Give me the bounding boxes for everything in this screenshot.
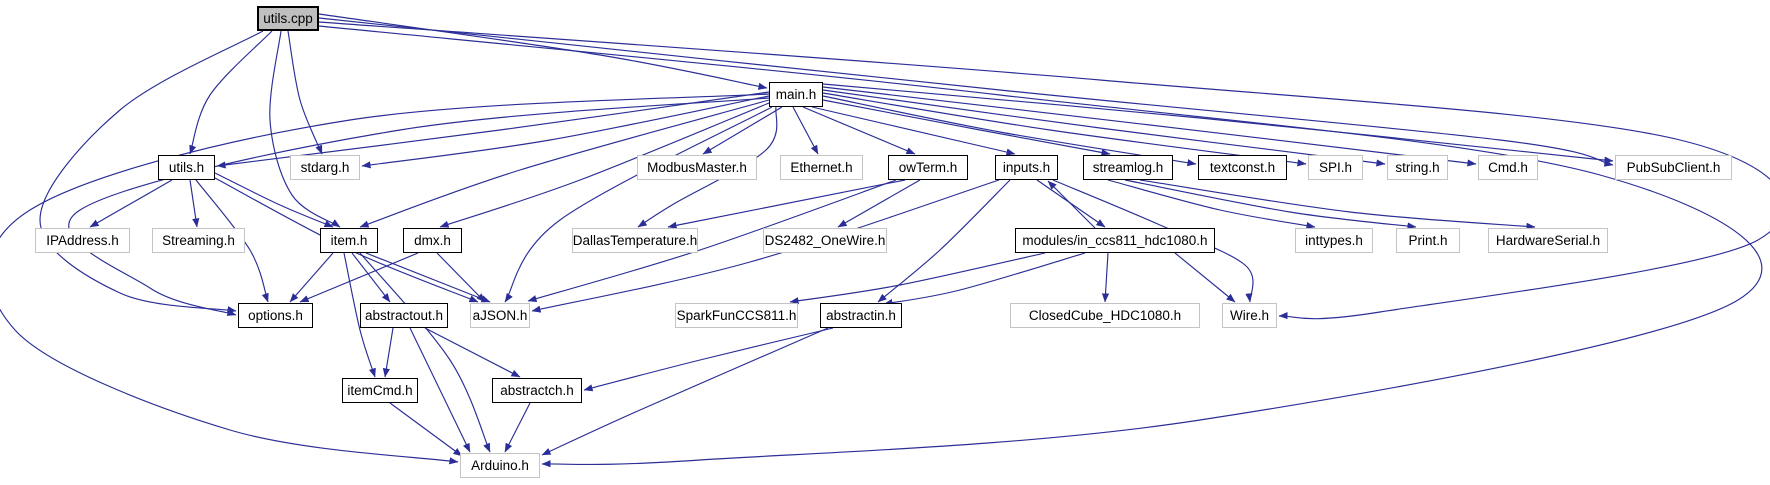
edge-abstractin-to-abstractch (583, 327, 834, 392)
node-modbus: ModbusMaster.h (637, 155, 757, 180)
edge-main_h-to-pubsub (822, 83, 1614, 164)
edge-main_h-to-ethernet (792, 106, 819, 155)
edge-abstractin-to-arduino (541, 327, 829, 456)
node-inputs[interactable]: inputs.h (995, 155, 1058, 180)
edge-utils_cpp-to-wire (318, 21, 1770, 320)
edge-modules-to-abstractin (883, 252, 1086, 307)
edge-main_h-to-stdarg_h (361, 95, 770, 169)
edge-main_h-to-textconst (822, 95, 1197, 167)
node-ethernet: Ethernet.h (780, 155, 863, 180)
edge-utils_h-to-options (195, 179, 269, 303)
edge-main_h-to-cmd (822, 86, 1477, 167)
node-dmx[interactable]: dmx.h (403, 228, 462, 253)
edge-item-to-options (289, 252, 334, 303)
node-dallas: DallasTemperature.h (572, 228, 698, 253)
node-item[interactable]: item.h (320, 228, 378, 253)
node-utils-h[interactable]: utils.h (158, 155, 215, 180)
node-abstractch[interactable]: abstractch.h (492, 378, 582, 403)
edge-main_h-to-utils_h (216, 91, 770, 169)
edge-utils_h-to-item (214, 172, 334, 228)
node-ajson: aJSON.h (470, 303, 530, 328)
edge-utils_cpp-to-main_h (318, 13, 768, 90)
node-streamlog[interactable]: streamlog.h (1083, 155, 1173, 180)
node-abstractin[interactable]: abstractin.h (820, 303, 902, 328)
edge-owterm-to-ajson (527, 179, 897, 303)
node-pubsub: PubSubClient.h (1615, 155, 1732, 180)
edge-abstractout-to-itemcmd (382, 327, 394, 378)
edge-main_h-to-item (359, 99, 770, 228)
node-string-h: string.h (1387, 155, 1448, 180)
edge-main_h-to-options (68, 97, 770, 316)
edge-modules-to-closedcube (1101, 252, 1110, 303)
edge-item-to-arduino (359, 252, 491, 453)
node-wire: Wire.h (1222, 303, 1277, 328)
node-utils-cpp[interactable]: utils.cpp (257, 6, 319, 31)
edge-utils_cpp-to-stdarg_h (287, 30, 323, 155)
edge-utils_cpp-to-options (39, 30, 264, 314)
edge-owterm-to-dallas (667, 179, 906, 229)
node-inttypes: inttypes.h (1295, 228, 1373, 253)
edge-modules-to-sparkfun (789, 252, 1046, 305)
edge-abstractout-to-arduino (409, 327, 471, 453)
edge-streamlog-to-print (1124, 179, 1417, 230)
edge-modules-to-wire (1174, 252, 1236, 303)
edge-utils_cpp-to-pubsub (318, 17, 1614, 167)
node-cmd: Cmd.h (1478, 155, 1538, 180)
edge-streamlog-to-inttypes (1107, 179, 1316, 230)
edge-dmx-to-options (299, 252, 419, 303)
edge-inputs-to-abstractin (877, 179, 1011, 303)
edge-abstractch-to-arduino (504, 402, 531, 453)
edge-utils_cpp-to-arduino (318, 25, 1763, 468)
edge-owterm-to-ds2482 (837, 179, 921, 228)
edge-utils_h-to-ipaddress (89, 179, 173, 228)
edge-main_h-to-arduino (0, 93, 770, 465)
edge-main_h-to-streamlog (822, 99, 1111, 156)
node-itemcmd[interactable]: itemCmd.h (342, 378, 418, 403)
node-abstractout[interactable]: abstractout.h (360, 303, 448, 328)
node-streaming: Streaming.h (152, 228, 245, 253)
edge-utils_h-to-streaming (189, 179, 200, 228)
node-textconst[interactable]: textconst.h (1198, 155, 1287, 180)
edge-item-to-ajson (365, 252, 491, 303)
node-options[interactable]: options.h (238, 303, 313, 328)
node-sparkfun: SparkFunCCS811.h (675, 303, 798, 328)
node-ds2482: DS2482_OneWire.h (763, 228, 887, 253)
node-owterm[interactable]: owTerm.h (888, 155, 968, 180)
node-spi: SPI.h (1308, 155, 1363, 180)
node-stdarg-h: stdarg.h (290, 155, 360, 180)
node-print: Print.h (1396, 228, 1460, 253)
node-closedcube: ClosedCube_HDC1080.h (1010, 303, 1200, 328)
edge-main_h-to-ajson (504, 106, 773, 303)
edge-inputs-to-ajson (531, 179, 1000, 313)
edge-main_h-to-modbus (702, 106, 783, 155)
edge-main_h-to-inputs (811, 106, 1016, 156)
edge-main_h-to-dmx (439, 102, 770, 228)
node-ipaddress: IPAddress.h (35, 228, 130, 253)
edge-item-to-abstractout (351, 252, 391, 303)
edge-utils_cpp-to-item (269, 30, 341, 228)
node-arduino: Arduino.h (460, 453, 540, 478)
edge-modules-to-inputs (1047, 180, 1096, 229)
edge-main_h-to-spi (822, 92, 1307, 167)
edge-utils_cpp-to-utils_h (189, 30, 273, 155)
edge-streamlog-to-hwserial (1139, 179, 1536, 230)
node-main-h[interactable]: main.h (769, 82, 823, 107)
edge-dmx-to-ajson (436, 252, 486, 303)
node-hwserial: HardwareSerial.h (1488, 228, 1608, 253)
node-modules[interactable]: modules/in_ccs811_hdc1080.h (1015, 228, 1215, 253)
edge-abstractout-to-abstractch (424, 327, 521, 378)
edge-item-to-itemcmd (343, 252, 376, 378)
edge-main_h-to-owterm (802, 106, 916, 155)
edge-itemcmd-to-arduino (389, 402, 463, 457)
